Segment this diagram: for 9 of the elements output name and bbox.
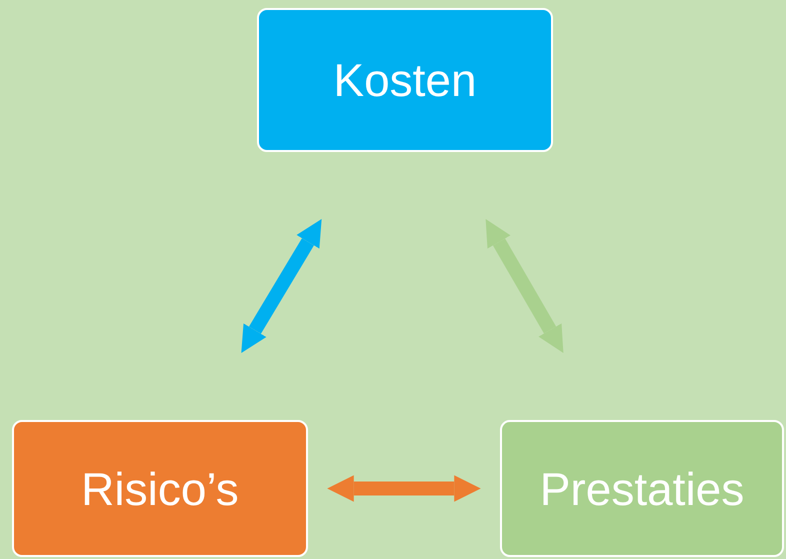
node-label: Risico’s (81, 462, 239, 516)
double-arrow (327, 475, 481, 502)
double-arrow (486, 219, 564, 353)
node-label: Kosten (333, 53, 477, 107)
process-box (500, 420, 784, 557)
process-box (12, 420, 308, 557)
double-arrow (241, 219, 322, 353)
node-label: Prestaties (540, 462, 744, 516)
process-box (257, 8, 553, 152)
